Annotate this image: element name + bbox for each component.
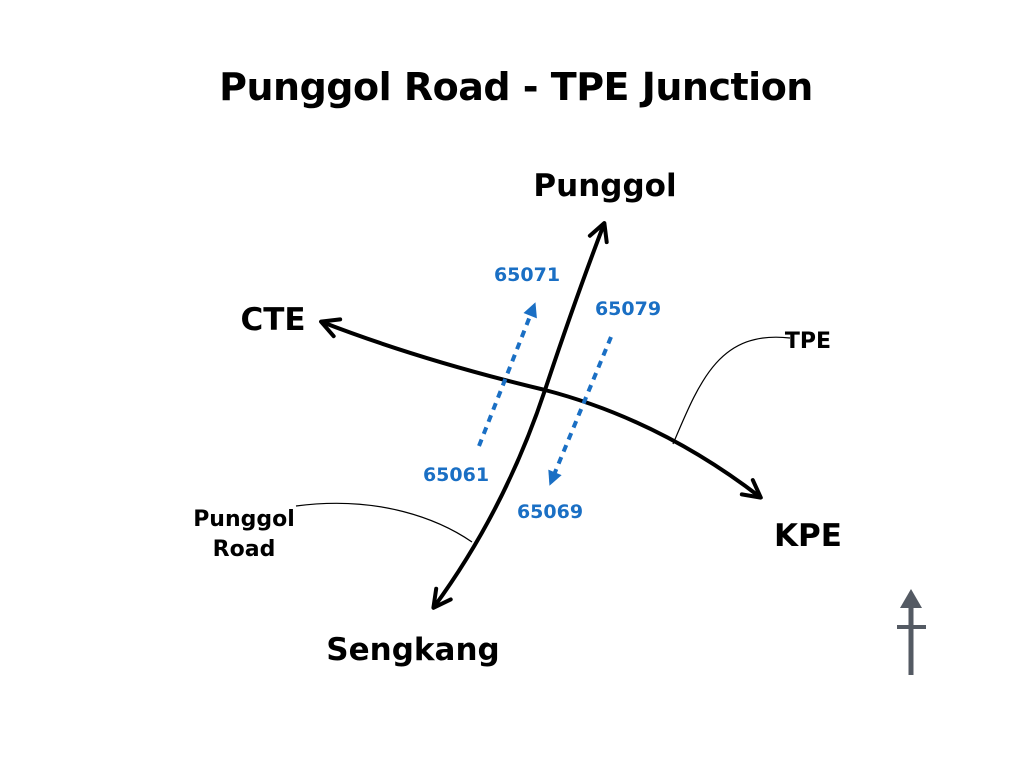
tpe-road-line xyxy=(319,317,547,392)
bus-stop-label-65069: 65069 xyxy=(517,501,583,523)
punggol-road-line-south xyxy=(431,388,547,610)
road-label-punggol-road-line1: Punggol xyxy=(193,507,295,532)
road-label-tpe: TPE xyxy=(785,329,831,354)
place-label-sengkang: Sengkang xyxy=(326,632,499,668)
bus-stop-label-65079: 65079 xyxy=(595,298,661,320)
place-label-cte: CTE xyxy=(240,302,305,338)
tpe-road-line-east xyxy=(543,388,763,500)
bus-stop-label-65061: 65061 xyxy=(423,464,489,486)
page-title: Punggol Road - TPE Junction xyxy=(219,65,813,109)
punggol-road-line-north xyxy=(543,221,609,392)
road-label-punggol-road-line2: Road xyxy=(213,537,276,562)
bus-stop-label-65071: 65071 xyxy=(494,264,560,286)
north-arrow-icon xyxy=(897,589,926,675)
southbound-bus-route xyxy=(548,336,613,486)
place-label-punggol: Punggol xyxy=(533,168,676,204)
punggol-road-callout-line xyxy=(295,502,473,543)
tpe-callout-line xyxy=(672,336,791,445)
place-label-kpe: KPE xyxy=(774,518,842,554)
